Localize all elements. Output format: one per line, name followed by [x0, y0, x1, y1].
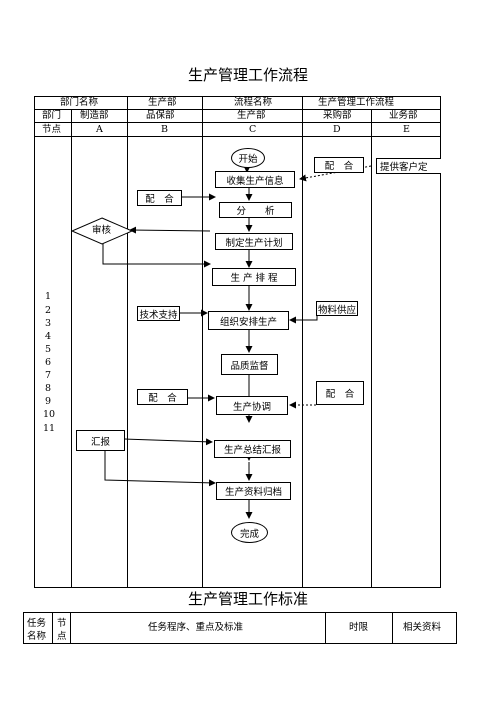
- step-number: 9: [45, 396, 52, 407]
- tech-support-box: 技术支持: [137, 306, 180, 321]
- plan-box: 制定生产计划: [215, 233, 293, 250]
- review-diamond: [70, 217, 134, 245]
- std-ref-header: 相关资料: [403, 622, 442, 633]
- step-number: 1: [45, 291, 52, 302]
- header-node: 节点: [42, 124, 62, 135]
- node-d: D: [333, 124, 341, 135]
- std-time-header: 时限: [349, 622, 369, 633]
- step-number: 2: [45, 305, 52, 316]
- analyze-box: 分 析: [219, 202, 292, 218]
- header-flow-value: 生产管理工作流程: [318, 97, 395, 108]
- coordinate-box: 生产协调: [216, 396, 288, 415]
- material-box: 物料供应: [316, 301, 358, 316]
- std-procedure-header: 任务程序、重点及标准: [148, 622, 244, 633]
- header-col-e: 业务部: [389, 110, 418, 121]
- report-box: 汇报: [76, 430, 125, 451]
- step-number: 8: [45, 383, 52, 394]
- summary-box: 生产总结汇报: [214, 440, 291, 458]
- step-number: 7: [45, 370, 52, 381]
- review-label: 审核: [92, 225, 112, 236]
- collect-info-box: 收集生产信息: [215, 171, 295, 188]
- node-e: E: [403, 124, 410, 135]
- step-number: 3: [45, 318, 52, 329]
- std-node-header: 节点: [57, 618, 67, 642]
- quality-box: 品质监督: [221, 354, 278, 375]
- header-col-d: 采购部: [323, 110, 352, 121]
- page-title: 生产管理工作流程: [188, 66, 309, 84]
- node-b: B: [161, 124, 168, 135]
- step-number: 4: [45, 331, 52, 342]
- cooperate-d1-box: 配 合: [314, 157, 364, 173]
- std-task-header: 任务名称: [27, 618, 47, 642]
- end-node: 完成: [231, 522, 268, 543]
- provide-box: 提供客户定: [376, 158, 441, 174]
- header-dept-name: 部门名称: [60, 97, 99, 108]
- cooperate-b2-box: 配 合: [137, 389, 188, 405]
- step-number: 10: [43, 409, 56, 420]
- start-node: 开始: [231, 148, 265, 168]
- header-col-b: 品保部: [146, 110, 175, 121]
- header-col-c: 生产部: [237, 110, 266, 121]
- header-dept-value: 生产部: [148, 97, 177, 108]
- node-a: A: [96, 124, 103, 135]
- cooperate-b1-box: 配 合: [137, 190, 182, 206]
- header-flow-name: 流程名称: [234, 97, 273, 108]
- step-number: 6: [45, 357, 52, 368]
- cooperate-d2-box: 配 合: [316, 381, 364, 405]
- standards-title: 生产管理工作标准: [188, 590, 309, 608]
- header-dept: 部门: [42, 110, 62, 121]
- header-col-a: 制造部: [80, 110, 109, 121]
- arrange-box: 组织安排生产: [208, 311, 289, 330]
- schedule-box: 生 产 排 程: [212, 268, 296, 286]
- step-number: 11: [43, 423, 56, 434]
- archive-box: 生产资料归档: [216, 482, 291, 500]
- node-c: C: [249, 124, 257, 135]
- step-number: 5: [45, 344, 52, 355]
